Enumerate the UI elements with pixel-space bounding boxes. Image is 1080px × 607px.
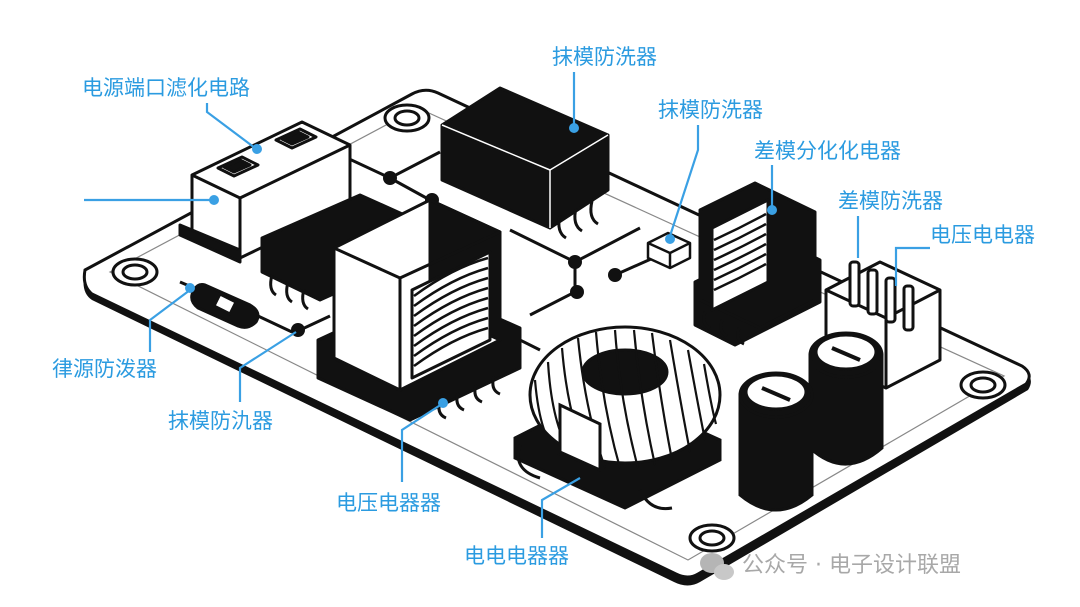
label-electric-appliance-bottom: 电电电器器: [464, 544, 569, 568]
watermark-text: 公众号 · 电子设计联盟: [742, 553, 961, 578]
label-power-port-filter: 电源端口滤化电路: [82, 76, 250, 100]
main-transformer: [316, 198, 522, 422]
dm-transformer: [693, 181, 822, 347]
cm-choke-top: [440, 86, 610, 240]
toroid-inductor: [513, 325, 722, 511]
wechat-icon: [700, 553, 734, 580]
mounting-holes: [111, 103, 1007, 553]
label-voltage-appliance-right: 电压电电器: [930, 223, 1035, 247]
leader-voltage-appliance-bottom: [400, 403, 443, 482]
pin-header: [824, 260, 942, 390]
label-cm-suppressor-top: 抹模防洗器: [552, 45, 657, 69]
label-voltage-appliance-bottom: 电压电器器: [336, 491, 441, 515]
surge-diode: [179, 280, 293, 334]
label-cm-suppressor-left: 抹模防氿器: [168, 409, 273, 433]
label-dm-suppressor: 差模防洗器: [838, 189, 943, 213]
leader-cm-suppressor-left: [238, 331, 297, 402]
label-dm-distributor: 差模分化化电器: [754, 139, 901, 163]
leader-electric-appliance-bottom: [540, 477, 581, 538]
leader-surge-suppressor: [148, 289, 191, 352]
smd-suppressor: [646, 231, 692, 270]
electrolytic-capacitors: [738, 331, 884, 512]
label-cm-suppressor-mid: 抹模防洗器: [658, 98, 763, 122]
leader-power-port-filter: [205, 103, 256, 149]
labels: 电源端口滤化电路 抹模防洗器 抹模防洗器 差模分化化电器 差模防洗器 电压电电器…: [52, 45, 1035, 568]
leader-lines: [84, 72, 930, 538]
watermark: 公众号 · 电子设计联盟: [700, 553, 961, 580]
leader-cm-suppressor-mid: [668, 125, 700, 237]
label-surge-suppressor: 律源防泼器: [52, 357, 157, 381]
leader-voltage-appliance-right: [894, 246, 930, 286]
